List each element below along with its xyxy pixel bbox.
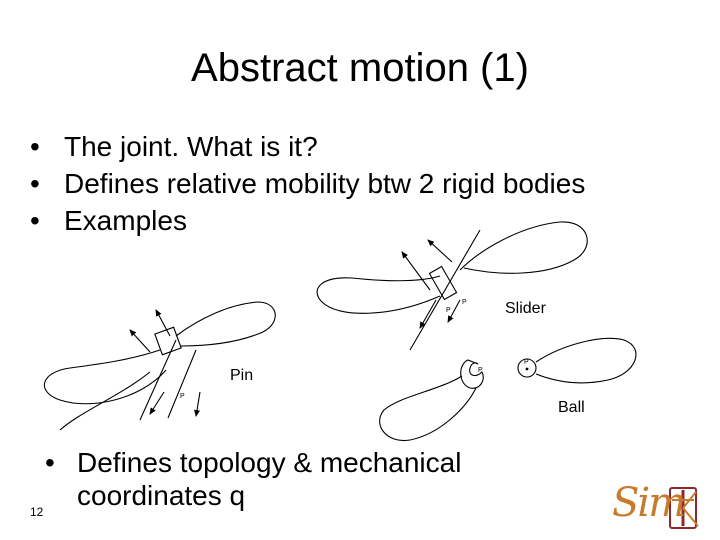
slider-arrow-up (427, 239, 453, 263)
pin-arrow-up (155, 309, 171, 337)
simtk-logo-text: Sim (612, 480, 686, 526)
ball-socket (460, 359, 484, 389)
slider-arrow-up-2 (401, 251, 431, 291)
pin-body-right (175, 301, 276, 347)
bullet-item: Defines relative mobility btw 2 rigid bo… (30, 165, 585, 202)
ball-sphere (517, 358, 537, 378)
slider-arrow-down (419, 299, 437, 329)
pin-axis (139, 339, 177, 421)
ball-point-label: P (478, 367, 483, 374)
pin-arrow-down-2 (194, 391, 201, 417)
pin-joint-drawing (43, 301, 276, 431)
ball-body-right (535, 337, 637, 384)
pin-label: Pin (230, 367, 254, 384)
pin-point-label: P (180, 393, 185, 400)
slider-axis (409, 229, 481, 351)
pin-body-left (43, 349, 167, 405)
pin-arrow-down (149, 391, 165, 415)
bullet-item: Examples (30, 202, 585, 239)
simtk-logo-mark (669, 487, 699, 529)
slider-joint-drawing (316, 221, 588, 351)
ball-body-left (379, 375, 477, 442)
bottom-bullet-list: Defines topology & mechanical coordinate… (45, 446, 547, 512)
bullet-item: Defines topology & mechanical coordinate… (45, 446, 547, 512)
ball-point-label-2: P (524, 359, 529, 366)
pin-arrow-up-2 (129, 329, 151, 353)
pin-block (154, 326, 182, 356)
pin-body-lower (59, 371, 151, 431)
pin-axis-2 (167, 349, 197, 419)
slide-title: Abstract motion (1) (191, 46, 529, 90)
slider-label: Slider (505, 300, 546, 317)
slider-arrow-down-2 (447, 299, 461, 323)
slider-block (428, 265, 458, 301)
ball-center-dot (525, 367, 529, 371)
ball-label: Ball (558, 399, 585, 416)
slider-body-right (459, 221, 588, 274)
slider-point-label-2: P (462, 299, 467, 306)
slider-point-label: P (446, 307, 451, 314)
slider-body-left (316, 275, 441, 314)
bullet-item: The joint. What is it? (30, 128, 585, 165)
ball-joint-drawing (379, 337, 637, 442)
bullet-list: The joint. What is it? Defines relative … (30, 128, 585, 239)
page-number: 12 (30, 505, 44, 519)
